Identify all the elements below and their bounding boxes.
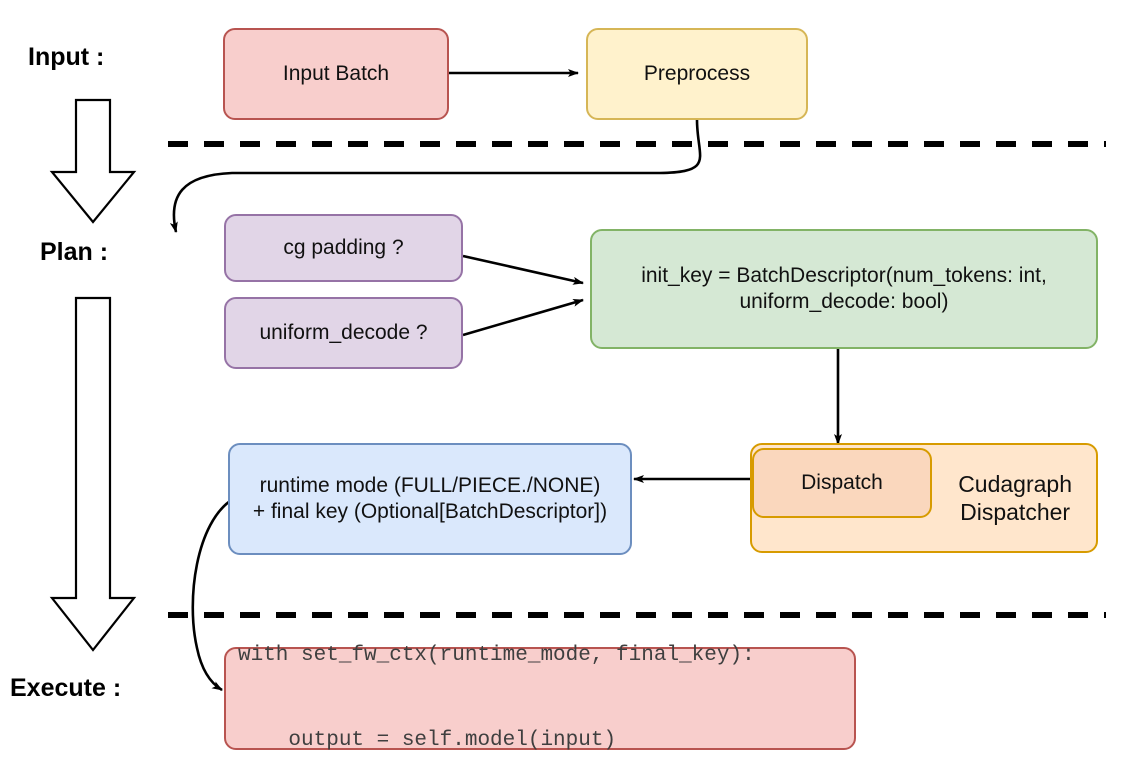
input-to-plan-block-arrow xyxy=(49,98,137,224)
node-uniform-decode-label: uniform_decode ? xyxy=(259,321,428,345)
node-cg-padding[interactable]: cg padding ? xyxy=(224,214,463,282)
node-runtime-mode-line1: runtime mode (FULL/PIECE./NONE) xyxy=(259,474,601,498)
stage-label-input: Input : xyxy=(28,43,105,71)
node-preprocess[interactable]: Preprocess xyxy=(586,28,808,120)
node-init-key-line1: init_key = BatchDescriptor(num_tokens: i… xyxy=(641,264,1047,288)
plan-to-execute-block-arrow xyxy=(49,296,137,652)
node-input-batch[interactable]: Input Batch xyxy=(223,28,449,120)
node-init-key-line2: uniform_decode: bool) xyxy=(739,290,949,313)
node-execute-code-line1: with set_fw_ctx(runtime_mode, final_key)… xyxy=(238,643,755,667)
node-uniform-decode[interactable]: uniform_decode ? xyxy=(224,297,463,369)
arrow-cg-padding-to-init-key xyxy=(462,254,584,285)
node-input-batch-label: Input Batch xyxy=(282,62,390,86)
node-init-key[interactable]: init_key = BatchDescriptor(num_tokens: i… xyxy=(590,229,1098,349)
node-cudagraph-dispatcher-line2: Dispatcher xyxy=(960,499,1071,525)
node-dispatch[interactable]: Dispatch xyxy=(752,448,932,518)
arrow-uniform-decode-to-init-key xyxy=(462,298,584,337)
node-execute-code-line2: output = self.model(input) xyxy=(238,728,617,752)
node-preprocess-label: Preprocess xyxy=(643,62,751,86)
stage-label-execute: Execute : xyxy=(10,674,122,702)
node-cudagraph-dispatcher-line1: Cudagraph xyxy=(958,470,1072,497)
node-runtime-mode-line2: + final key (Optional[BatchDescriptor]) xyxy=(252,500,608,523)
node-runtime-mode[interactable]: runtime mode (FULL/PIECE./NONE) + final … xyxy=(228,443,632,555)
node-execute-code[interactable]: with set_fw_ctx(runtime_mode, final_key)… xyxy=(224,644,856,752)
stage-label-plan: Plan : xyxy=(40,238,109,266)
node-cg-padding-label: cg padding ? xyxy=(283,236,404,260)
node-dispatch-label: Dispatch xyxy=(801,471,883,495)
